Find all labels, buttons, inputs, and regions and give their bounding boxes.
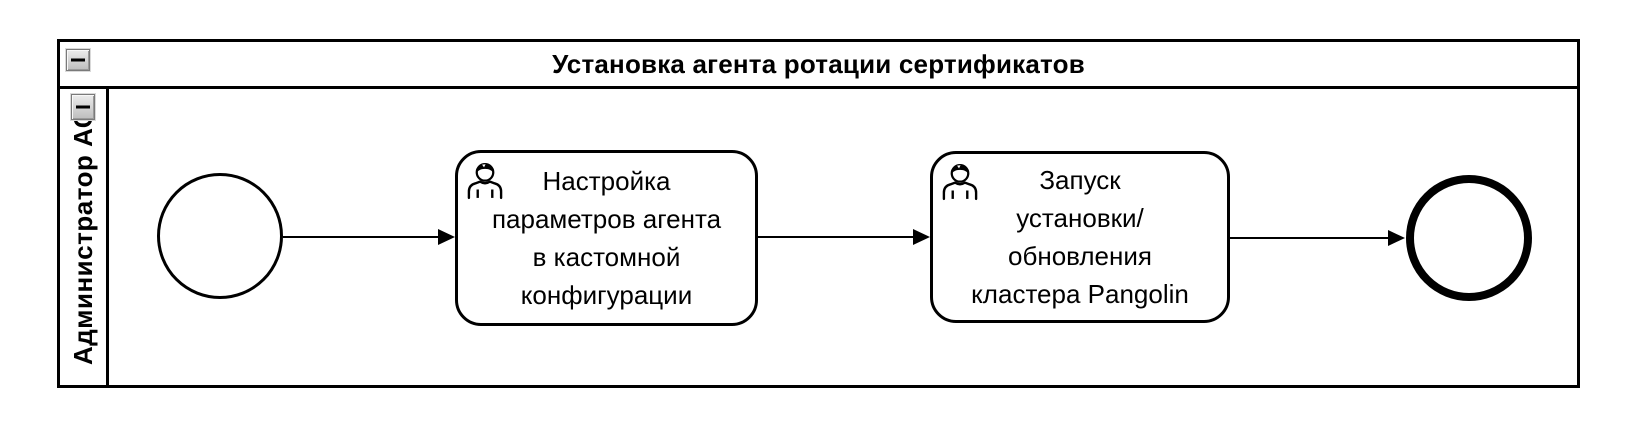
sequence-flow-1[interactable] <box>283 229 455 245</box>
pool-collapse-button[interactable] <box>66 49 90 71</box>
pool-header[interactable]: Установка агента ротации сертификатов <box>60 42 1577 89</box>
pool-body: Администратор АС <box>60 89 1577 385</box>
minus-icon <box>76 105 90 109</box>
task-label-line: параметров агента <box>491 204 722 234</box>
task-label-line: кластера Pangolin <box>971 279 1189 309</box>
task-label-line: в кастомной <box>532 242 681 272</box>
task-label: Запуск установки/ обновления кластера Pa… <box>933 161 1227 313</box>
task-label-line: обновления <box>1008 241 1152 271</box>
task-label: Настройка параметров агента в кастомной … <box>458 162 755 314</box>
arrowhead-icon <box>913 229 930 245</box>
lane-collapse-button[interactable] <box>71 94 95 120</box>
end-event[interactable] <box>1406 175 1532 301</box>
minus-icon <box>71 58 85 62</box>
user-icon <box>942 164 978 201</box>
task-label-line: Запуск <box>1039 165 1121 195</box>
lane-title: Администратор АС <box>67 108 98 365</box>
bpmn-pool[interactable]: Установка агента ротации сертификатов Ад… <box>57 39 1580 388</box>
task-label-line: Настройка <box>542 166 671 196</box>
flow-line <box>758 236 914 238</box>
lane-content: Настройка параметров агента в кастомной … <box>109 89 1577 385</box>
flow-line <box>1230 237 1389 239</box>
sequence-flow-3[interactable] <box>1230 230 1405 246</box>
task-run-install-update[interactable]: Запуск установки/ обновления кластера Pa… <box>930 151 1230 323</box>
task-configure-agent[interactable]: Настройка параметров агента в кастомной … <box>455 150 758 326</box>
arrowhead-icon <box>438 229 455 245</box>
task-label-line: установки/ <box>1016 203 1144 233</box>
pool-title: Установка агента ротации сертификатов <box>552 48 1085 79</box>
sequence-flow-2[interactable] <box>758 229 930 245</box>
start-event[interactable] <box>157 173 283 299</box>
flow-line <box>283 236 439 238</box>
arrowhead-icon <box>1388 230 1405 246</box>
lane-label-band[interactable]: Администратор АС <box>60 89 109 385</box>
task-label-line: конфигурации <box>520 280 693 310</box>
user-icon <box>467 163 503 200</box>
